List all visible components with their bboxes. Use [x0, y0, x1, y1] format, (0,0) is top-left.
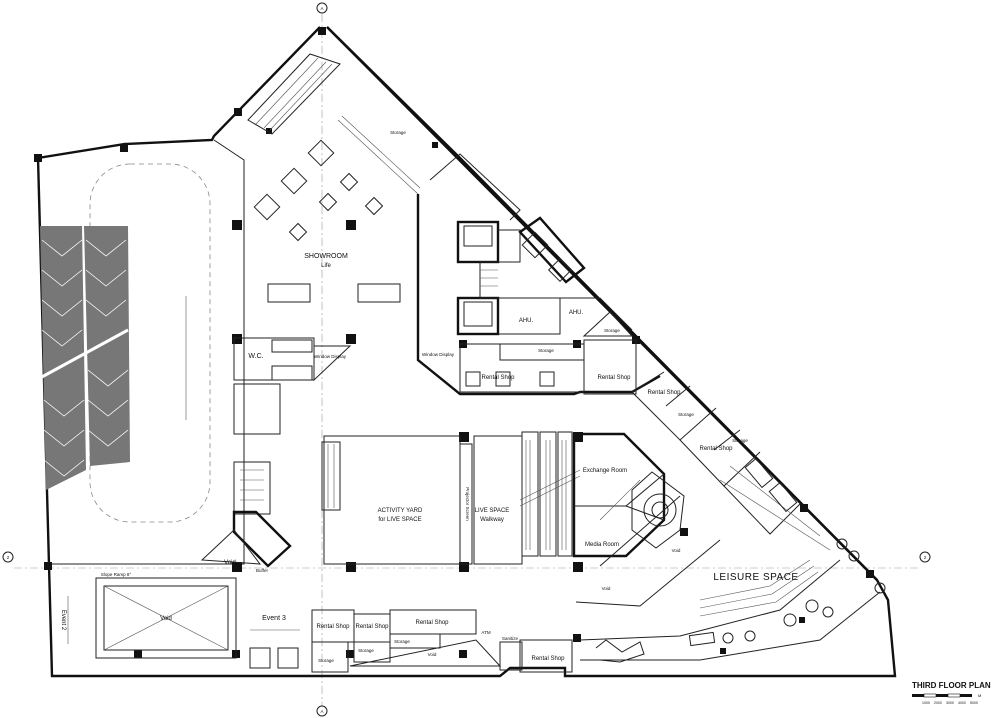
exterior-walls	[36, 26, 897, 678]
escalator-top	[247, 53, 341, 135]
live-space-label-2: Walkway	[480, 517, 504, 523]
live-space-label-1: LIVE SPACE	[475, 508, 510, 514]
ahu-label-1: AHU.	[519, 318, 534, 324]
parking-ramp	[39, 163, 211, 523]
storage-right-label: Storage	[604, 328, 620, 333]
grid-lines	[2, 2, 931, 717]
showroom-sub-label: Life	[321, 263, 331, 269]
ahu-label-2: AHU.	[569, 310, 584, 316]
scale-unit: M	[978, 693, 981, 698]
void-big-label: Void	[160, 616, 172, 622]
grid-markers: A A 2 2	[7, 6, 927, 714]
grid-marker-left: 2	[7, 555, 10, 560]
title-block: THIRD FLOOR PLAN 1000 2000 3000 4000 500…	[912, 681, 991, 705]
slope-ramp-label: Slope Ramp 8°	[101, 572, 132, 577]
leisure-space-label: LEISURE SPACE	[713, 572, 798, 583]
rental-bottom-label-4: Rental Shop	[531, 656, 565, 662]
activity-yard-label-1: ACTIVITY YARD	[378, 508, 423, 514]
scale-tick-1: 1000	[922, 701, 930, 705]
storage-b3-label: Storage	[318, 658, 334, 663]
activity-yard	[321, 431, 581, 565]
buffer-label: Buffer	[256, 568, 268, 573]
rental-shop-label-1: Rental Shop	[481, 375, 515, 381]
interior-walls	[416, 153, 661, 396]
storage-r3-label: Storage	[732, 438, 748, 443]
rental-shop-label-4: Rental Shop	[699, 446, 733, 452]
event-areas	[67, 577, 300, 669]
window-display-label-2: Window Display	[422, 352, 455, 357]
scale-tick-3: 3000	[946, 701, 954, 705]
scale-tick-5: 5000	[970, 701, 978, 705]
grid-marker-top: A	[320, 6, 323, 11]
media-room-label: Media Room	[585, 542, 619, 548]
plan-title: THIRD FLOOR PLAN	[912, 681, 991, 690]
room-labels: SHOWROOM Life W.C. Window Display Window…	[60, 130, 798, 663]
sanitize-label: Sanitize	[502, 636, 519, 641]
storage-mid-label: Storage	[538, 348, 554, 353]
scale-tick-4: 4000	[958, 701, 966, 705]
rental-bottom-label-1: Rental Shop	[316, 624, 350, 630]
storage-top-label: Storage	[390, 130, 406, 135]
rental-bottom-label-2: Rental Shop	[355, 624, 389, 630]
leisure-space	[579, 457, 886, 663]
event-2-label: Event 2	[60, 610, 66, 631]
storage-b1-label: Storage	[394, 639, 410, 644]
rental-shop-label-2: Rental Shop	[597, 375, 631, 381]
storage-b2-label: Storage	[358, 648, 374, 653]
rental-shop-label-3: Rental Shop	[647, 390, 681, 396]
void-bottom-label: Void	[428, 652, 437, 657]
activity-yard-label-2: for LIVE SPACE	[378, 517, 421, 523]
projector-screen-label: Projector Screen	[465, 487, 470, 521]
wc-label: W.C.	[248, 353, 263, 360]
bottom-shops	[311, 609, 573, 673]
exchange-room-label: Exchange Room	[583, 468, 627, 474]
wc-area	[200, 337, 352, 568]
void-left-label: Void	[224, 560, 236, 566]
grid-marker-right: 2	[924, 555, 927, 560]
event-3-label: Event 3	[262, 615, 286, 622]
atm-label: ATM	[481, 630, 490, 635]
void-right-label: Void	[672, 548, 681, 553]
rental-bottom-label-3: Rental Shop	[415, 620, 449, 626]
storage-r2-label: Storage	[678, 412, 694, 417]
showroom-label: SHOWROOM	[304, 253, 348, 260]
showroom-displays	[253, 115, 421, 303]
void-center-label: Void	[602, 586, 611, 591]
scale-tick-2: 2000	[934, 701, 942, 705]
window-display-label-1: Window Display	[314, 354, 347, 359]
grid-marker-bottom: A	[320, 709, 323, 714]
structural-columns	[34, 27, 874, 658]
exchange-media-rooms	[572, 432, 721, 607]
right-shops	[631, 371, 801, 535]
